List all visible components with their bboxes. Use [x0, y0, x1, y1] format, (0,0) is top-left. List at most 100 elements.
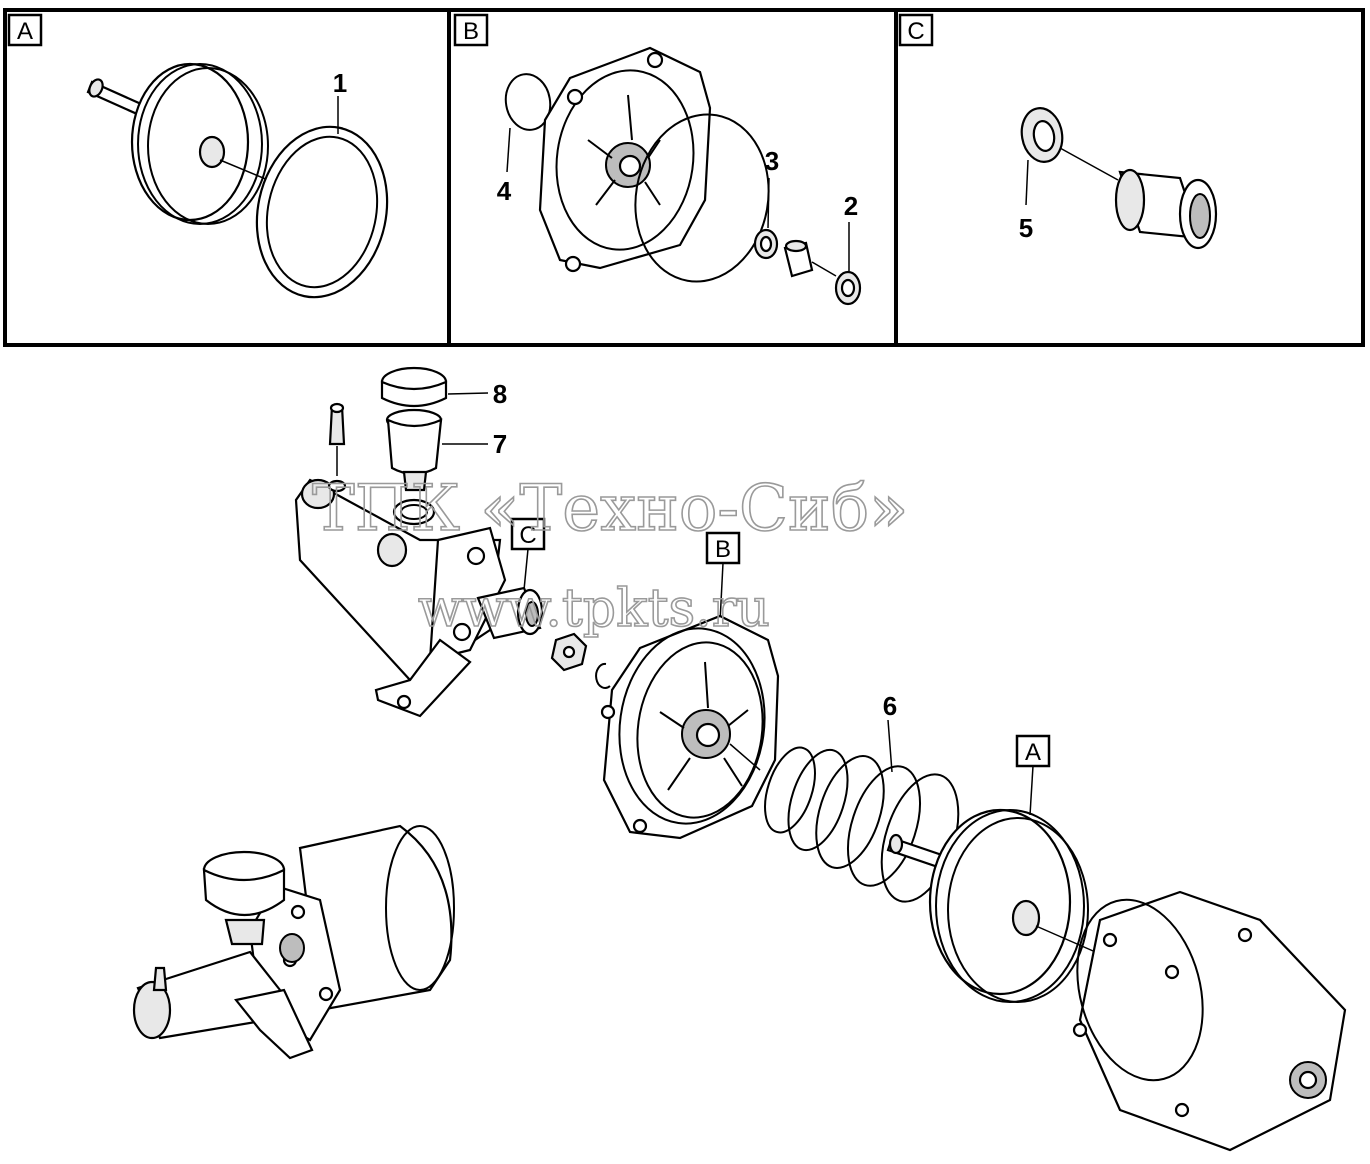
callout-8: 8 — [493, 379, 507, 409]
watermark-url: www.tpkts.ru — [418, 579, 770, 639]
panel-c-letter: C — [907, 18, 924, 45]
rod-end — [88, 78, 104, 98]
fitting-port — [327, 479, 347, 493]
piston-disc — [130, 62, 250, 222]
cover-ribs — [587, 94, 661, 206]
callout-8-line — [447, 392, 489, 395]
main-cover-bore — [695, 722, 721, 748]
main-housing-port-bore — [1298, 1070, 1318, 1090]
seal-5-hole — [1032, 120, 1056, 152]
seal-ring-inner — [265, 135, 379, 289]
bushing-top — [784, 239, 808, 253]
main-exploded-view: 8 7 C — [294, 366, 1347, 1152]
panel-c-seal-assembly: 5 — [1019, 107, 1218, 250]
seal-ring-outer — [255, 125, 389, 299]
callout-5: 5 — [1019, 213, 1033, 243]
seal-2-hole — [840, 278, 856, 298]
bolt-hole-bottom — [564, 255, 582, 273]
main-housing-bolt-top — [1237, 927, 1253, 943]
ref-c-letter: C — [519, 522, 536, 549]
assembled-unit-view — [132, 824, 455, 1060]
cover-rim — [555, 69, 695, 251]
callout-4-line — [506, 127, 511, 173]
callout-2: 2 — [844, 191, 858, 221]
bracket-hole — [396, 694, 412, 710]
panel-a-piston-assembly: 1 — [86, 62, 389, 299]
panel-b-cover-assembly: 4 3 2 — [497, 46, 862, 306]
main-cover-axis — [729, 743, 761, 771]
main-cover-ribs — [659, 661, 749, 791]
assembled-reservoir — [202, 868, 286, 917]
main-piston-rim-back — [947, 817, 1089, 1003]
detail-panels: A B C — [3, 8, 1365, 347]
watermark-company: ТПК «Техно-Сиб» — [312, 472, 908, 546]
flange-bolt-hole-top — [466, 546, 486, 566]
panel-a-letter: A — [17, 18, 33, 45]
snap-ring — [595, 662, 611, 689]
reservoir-body — [386, 418, 443, 476]
cylinder-end — [300, 478, 336, 510]
main-piston-hub — [1011, 899, 1041, 937]
main-housing-flange — [1076, 898, 1204, 1082]
assembled-reservoir-neck — [224, 918, 266, 946]
fitting-nut — [376, 532, 408, 568]
ref-b-leader — [719, 562, 724, 623]
callout-1: 1 — [333, 68, 347, 98]
large-o-ring — [634, 113, 770, 283]
main-housing-bolt-left — [1102, 932, 1118, 948]
piston-hub — [198, 135, 226, 169]
main-cover-bolt-bottom — [632, 818, 648, 834]
main-cover-rim-inner — [636, 641, 764, 819]
ref-a-letter: A — [1025, 739, 1041, 766]
main-rod-end — [888, 833, 904, 855]
panel-c-leader — [1059, 147, 1119, 181]
ref-a-marker: A — [1015, 734, 1051, 816]
panel-b-leader — [811, 261, 837, 277]
callout-6-line — [887, 719, 893, 773]
panel-b-letter: B — [463, 18, 479, 45]
main-cover-rim — [618, 627, 766, 825]
assembled-cylinder-cap — [132, 980, 172, 1040]
assembled-bracket — [234, 988, 314, 1060]
callout-4: 4 — [497, 176, 512, 206]
assembled-grease-fitting — [152, 966, 168, 992]
reservoir-port — [392, 498, 436, 526]
assembled-cylinder-end — [385, 825, 455, 991]
seal-3-hole — [759, 235, 773, 253]
return-spring — [764, 746, 960, 903]
watermark: ТПК «Техно-Сиб» www.tpkts.ru — [311, 471, 909, 640]
main-housing-bolt-side — [1072, 1022, 1088, 1038]
main-cover-bolt-left — [600, 704, 616, 720]
callout-3: 3 — [765, 146, 779, 176]
ref-b-marker: B — [705, 531, 741, 623]
assembled-cylinder — [298, 824, 453, 1012]
panels-outer-frame — [3, 8, 1365, 347]
sleeve-bore — [1189, 193, 1211, 239]
grease-fitting-tip — [329, 402, 345, 414]
callout-3-line — [767, 177, 770, 229]
assembled-bolt-3 — [318, 986, 334, 1002]
sleeve-back — [1114, 168, 1146, 232]
bolt-hole-top — [646, 51, 664, 69]
panel-c-label: C — [898, 13, 934, 47]
main-piston-axis — [1035, 925, 1101, 955]
ref-c-leader — [523, 548, 529, 591]
callout-5-line — [1025, 159, 1029, 206]
piston-rim-back — [147, 67, 269, 225]
callout-7: 7 — [493, 429, 507, 459]
flange-bolt-hole-bottom — [452, 622, 472, 642]
main-piston-disc — [928, 808, 1072, 996]
ref-b-letter: B — [715, 536, 731, 563]
reservoir-port-ring — [400, 504, 428, 520]
small-o-ring — [504, 73, 552, 131]
callout-6: 6 — [883, 691, 897, 721]
panel-a-leader — [219, 159, 269, 181]
bolt-hole-left — [566, 88, 584, 106]
hex-nut-hole — [562, 645, 576, 659]
panel-a-label: A — [7, 13, 43, 47]
main-housing-bolt-center — [1164, 964, 1180, 980]
assembled-bolt-1 — [290, 904, 306, 920]
assembled-fitting-nut — [279, 933, 305, 963]
main-housing — [1078, 890, 1347, 1152]
